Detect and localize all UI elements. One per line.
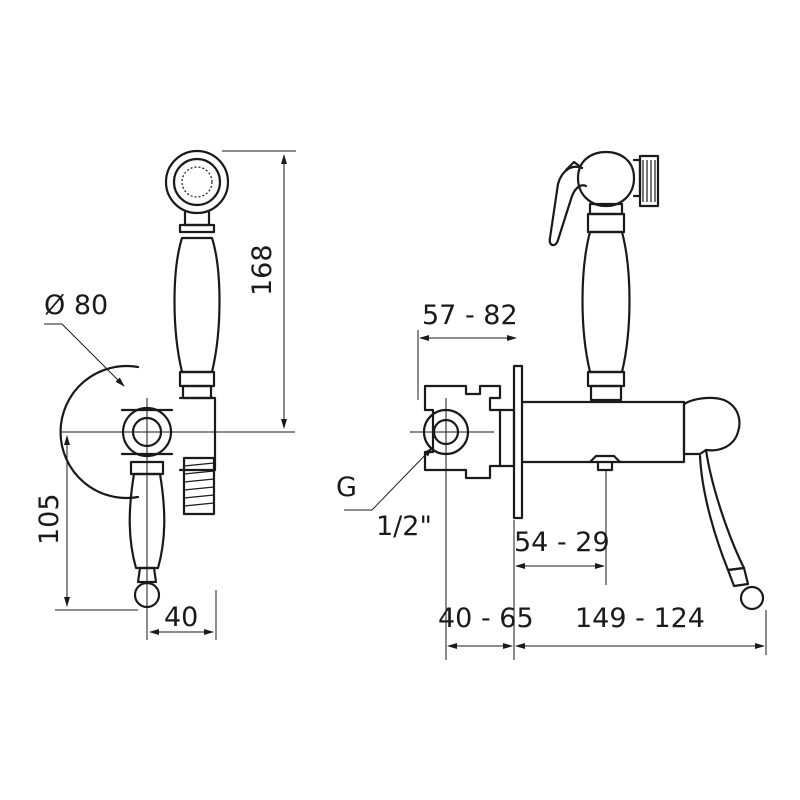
dimension-149-124: 149 - 124: [515, 603, 765, 649]
label-149-124: 149 - 124: [575, 603, 705, 634]
dimension-40: 40: [149, 602, 214, 635]
shower-handle-front: [173, 223, 221, 400]
label-diameter: Ø 80: [44, 290, 108, 321]
spout-body-side: [520, 400, 686, 472]
shower-head-front: [164, 149, 230, 227]
label-168: 168: [247, 244, 278, 296]
dimension-40-65: 40 - 65: [438, 603, 534, 649]
label-40-65: 40 - 65: [438, 603, 534, 634]
dimension-57-82: 57 - 82: [419, 300, 518, 341]
hose-spring-front: [182, 456, 216, 516]
wall-plate-side: [512, 364, 524, 520]
dimension-168: 168: [222, 150, 296, 429]
dimension-105: 105: [34, 435, 138, 611]
label-54-29: 54 - 29: [514, 527, 610, 558]
label-thread-size: 1/2": [376, 511, 432, 542]
dimension-diameter: Ø 80: [44, 290, 125, 387]
label-105: 105: [34, 493, 65, 545]
label-thread-letter: G: [336, 472, 357, 503]
lever-side: [682, 396, 765, 611]
label-40: 40: [164, 602, 198, 633]
dimension-54-29: 54 - 29: [514, 527, 610, 569]
label-57-82: 57 - 82: [422, 300, 518, 331]
front-view: 168 105 40 Ø 80: [34, 149, 296, 640]
shower-handle-side: [581, 212, 631, 402]
thread-callout: G 1/2": [336, 447, 433, 542]
side-view: 57 - 82 G 1/2" 54 - 29 40 - 65 149 - 124: [336, 150, 767, 660]
